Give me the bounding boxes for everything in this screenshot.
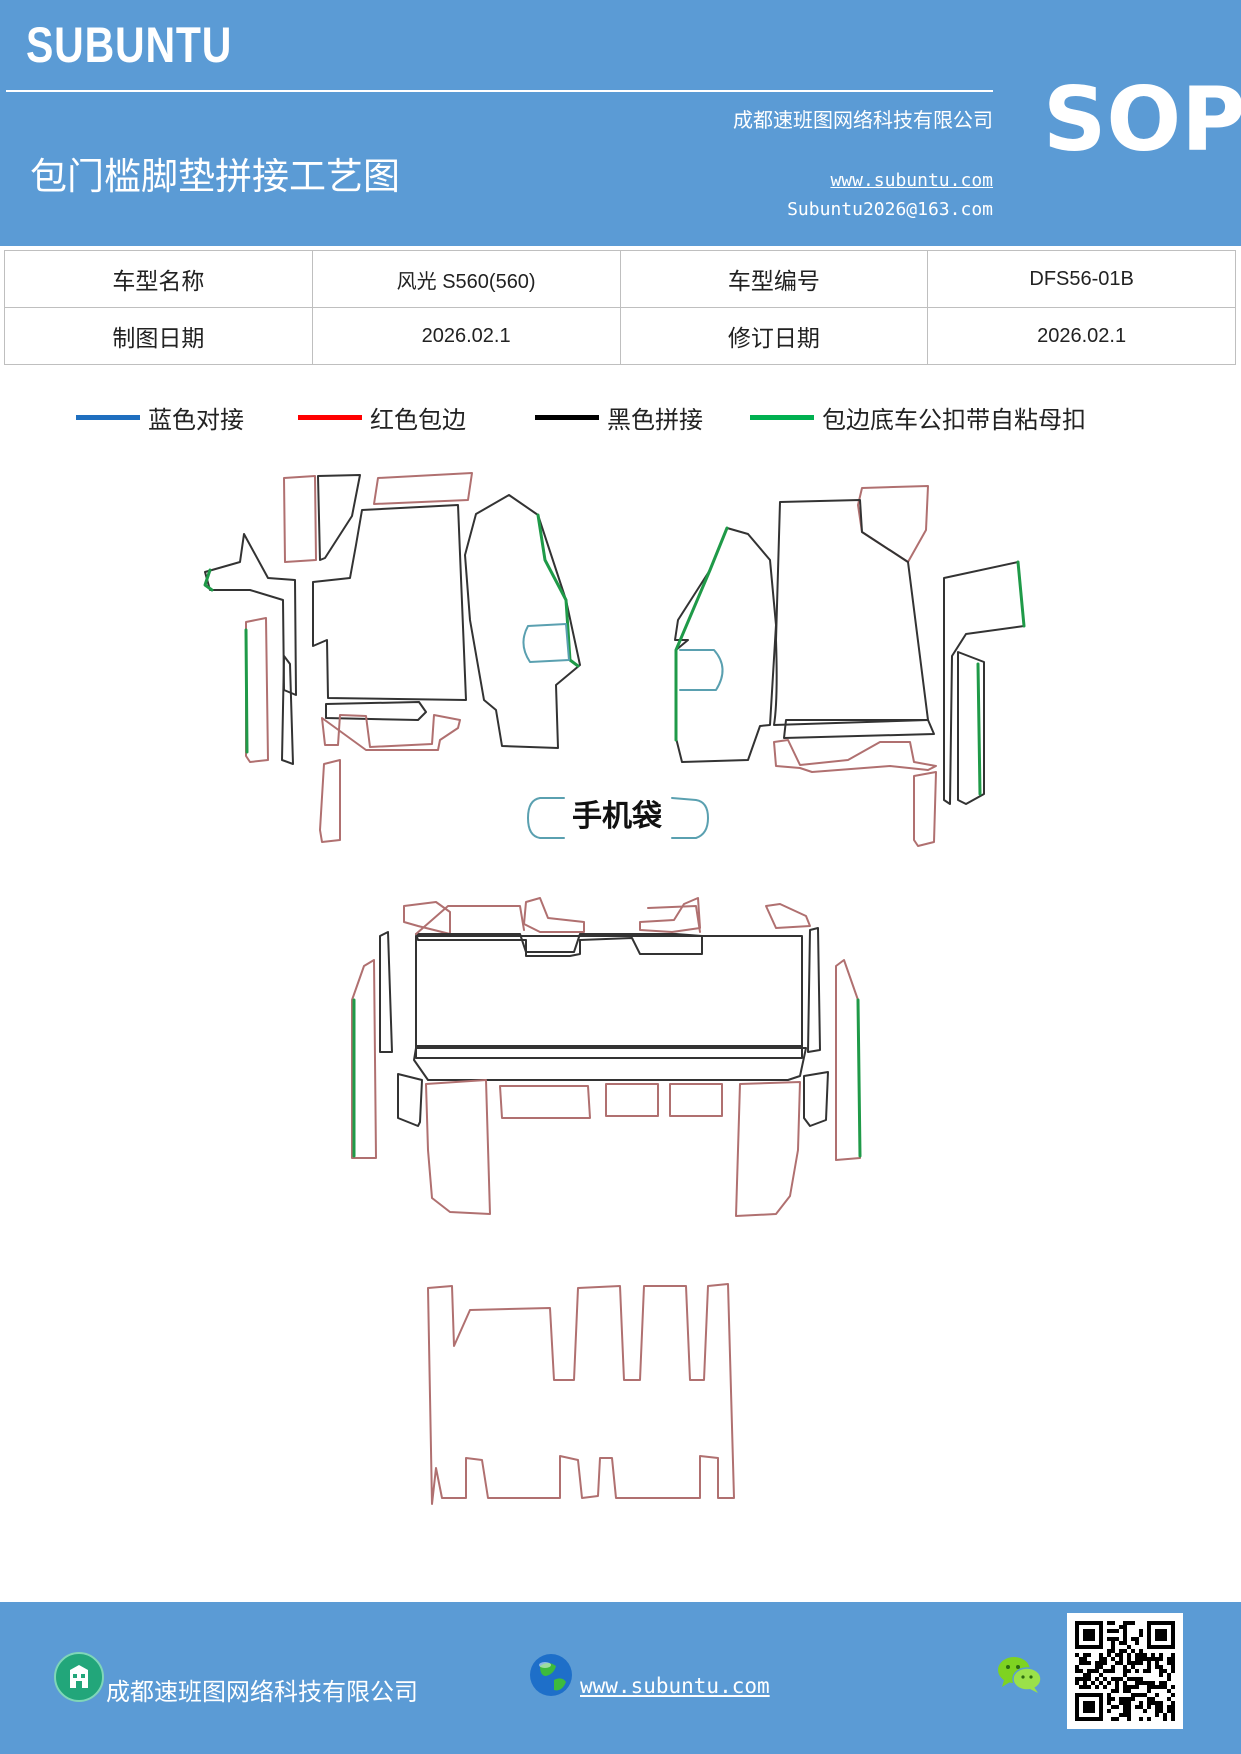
bottom-mat <box>427 1283 735 1505</box>
mat-piece <box>765 903 811 929</box>
table-row: 制图日期 2026.02.1 修订日期 2026.02.1 <box>4 307 1236 365</box>
legend-label: 包边底车公扣带自粘母扣 <box>822 406 1086 434</box>
mat-piece <box>379 931 393 1053</box>
mat-piece <box>857 485 929 563</box>
legend-label: 蓝色对接 <box>148 406 244 434</box>
mat-piece <box>536 513 580 668</box>
mat-piece <box>403 901 451 935</box>
mat-piece <box>522 623 570 663</box>
legend-item-black: 黑色拼接 <box>535 400 703 435</box>
mat-piece <box>321 714 461 751</box>
model-name-label: 车型名称 <box>4 250 313 308</box>
mat-piece <box>773 739 937 773</box>
mat-piece <box>244 628 249 754</box>
mat-piece <box>415 935 803 1047</box>
mat-piece <box>783 719 935 739</box>
model-code-value: DFS56-01B <box>927 250 1236 308</box>
mat-piece <box>735 1081 801 1217</box>
mat-piece <box>605 1083 659 1117</box>
footer-company: 成都速班图网络科技有限公司 <box>106 1678 418 1706</box>
model-code-label: 车型编号 <box>619 250 929 308</box>
floor-mat-drawing: 手机袋 <box>203 472 1026 1505</box>
mat-piece <box>427 1283 735 1505</box>
legend-swatch <box>535 415 599 420</box>
header-website-link[interactable]: www.subuntu.com <box>830 170 993 191</box>
mat-piece <box>669 1083 723 1117</box>
mat-piece <box>674 527 777 763</box>
mat-piece <box>1016 560 1026 628</box>
left-mat-cluster <box>203 472 581 843</box>
revise-date-value: 2026.02.1 <box>927 307 1236 365</box>
mat-piece <box>835 959 861 1161</box>
doc-type-label: SOP <box>1043 68 1241 171</box>
legend-swatch <box>76 415 140 420</box>
mat-piece <box>523 897 585 933</box>
legend-label: 红色包边 <box>370 406 466 434</box>
header-email: Subuntu2026@163.com <box>787 199 993 220</box>
mat-piece <box>351 959 377 1159</box>
model-name-value: 风光 S560(560) <box>311 250 621 308</box>
mat-piece <box>203 568 214 592</box>
mat-piece <box>312 504 467 701</box>
phone-pocket-left <box>527 797 565 839</box>
table-row: 车型名称 风光 S560(560) 车型编号 DFS56-01B <box>4 250 1236 308</box>
draw-date-value: 2026.02.1 <box>311 307 621 365</box>
legend-item-blue: 蓝色对接 <box>76 400 244 435</box>
mat-piece <box>647 905 701 933</box>
info-table: 车型名称 风光 S560(560) 车型编号 DFS56-01B 制图日期 20… <box>4 250 1236 365</box>
mat-piece <box>373 472 473 505</box>
mat-piece <box>415 905 525 935</box>
middle-row-mats <box>351 897 862 1217</box>
mat-piece <box>415 933 703 957</box>
mat-piece <box>499 1085 591 1119</box>
mat-piece <box>773 499 929 726</box>
legend-swatch <box>750 415 814 420</box>
mat-piece <box>204 533 297 696</box>
mat-piece <box>807 927 821 1053</box>
phone-pocket-right <box>671 797 709 839</box>
header-company: 成都速班图网络科技有限公司 <box>733 108 993 132</box>
mat-piece <box>464 494 581 749</box>
mat-piece <box>245 617 269 763</box>
building-icon <box>54 1652 104 1702</box>
phone-pocket-group: 手机袋 <box>527 797 709 839</box>
mat-piece <box>281 655 294 765</box>
mat-piece <box>679 649 724 691</box>
mat-piece <box>639 897 701 933</box>
footer-banner: 成都速班图网络科技有限公司 www.subuntu.com <box>0 1602 1241 1754</box>
mat-piece <box>283 475 317 563</box>
legend-swatch <box>298 415 362 420</box>
wechat-icon[interactable] <box>996 1654 1044 1700</box>
mat-piece <box>325 701 427 721</box>
legend-item-red: 红色包边 <box>298 400 466 435</box>
mat-piece <box>913 771 937 847</box>
mat-piece <box>425 1079 491 1215</box>
mat-piece <box>803 1071 829 1127</box>
mat-piece <box>319 759 341 843</box>
mat-piece <box>317 474 361 561</box>
right-mat-cluster <box>674 485 1026 847</box>
page-title: 包门槛脚垫拼接工艺图 <box>30 155 400 198</box>
revise-date-label: 修订日期 <box>619 307 929 365</box>
legend-label: 黑色拼接 <box>607 406 703 434</box>
mat-piece <box>856 998 862 1158</box>
footer-website-link[interactable]: www.subuntu.com <box>580 1674 770 1698</box>
header-divider <box>6 90 993 92</box>
mat-piece <box>413 1047 807 1081</box>
qr-code[interactable] <box>1067 1613 1183 1729</box>
legend: 蓝色对接 红色包边 黑色拼接 包边底车公扣带自粘母扣 <box>0 400 1241 440</box>
mat-piece <box>957 651 985 805</box>
header-banner: SUBUNTU 成都速班图网络科技有限公司 包门槛脚垫拼接工艺图 www.sub… <box>0 0 1241 246</box>
mat-piece <box>976 662 982 796</box>
mat-piece <box>397 1073 423 1127</box>
brand-logo: SUBUNTU <box>26 17 233 73</box>
legend-item-green: 包边底车公扣带自粘母扣 <box>750 400 1086 435</box>
mat-piece <box>674 526 729 742</box>
phone-pocket-label: 手机袋 <box>572 799 662 834</box>
globe-icon <box>528 1652 574 1698</box>
draw-date-label: 制图日期 <box>4 307 313 365</box>
